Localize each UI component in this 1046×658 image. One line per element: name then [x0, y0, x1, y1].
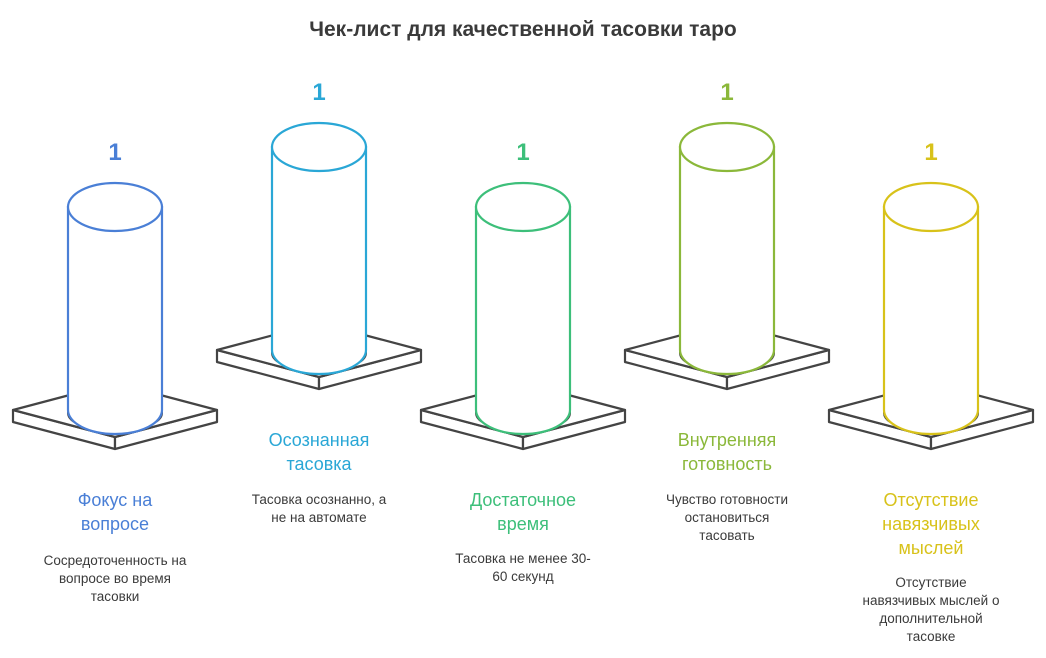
- pillar-5: 1: [827, 139, 1035, 451]
- pillar-label: Осознанная тасовка: [268, 430, 370, 474]
- pillar-2: 1: [215, 79, 423, 391]
- pillar-label: Фокус на вопросе: [77, 490, 153, 534]
- pillar-number: 1: [720, 79, 733, 106]
- pillar-description: Тасовка осознанно, а не на автомате: [251, 492, 387, 525]
- cylinder-top: [474, 181, 572, 233]
- pillar-label: Достаточное время: [469, 490, 577, 534]
- diagram-title: Чек-лист для качественной тасовки таро: [309, 18, 737, 41]
- pillar-number: 1: [108, 139, 121, 166]
- cylinder-body: [66, 205, 164, 436]
- cylinder-top: [882, 181, 980, 233]
- pillar-label: Отсутствие навязчивых мыслей: [882, 490, 980, 558]
- pillar-3: 1: [419, 139, 627, 451]
- pillar-description: Тасовка не менее 30- 60 секунд: [455, 551, 591, 584]
- pillar-description: Отсутствие навязчивых мыслей о дополните…: [862, 575, 1000, 644]
- pillar-number: 1: [312, 79, 325, 106]
- cylinder-body: [270, 145, 368, 376]
- cylinder-body: [474, 205, 572, 436]
- pillar-1: 1: [11, 139, 219, 451]
- cylinder-body: [678, 145, 776, 376]
- cylinder-top: [678, 121, 776, 173]
- pillar-label: Внутренняя готовность: [677, 430, 777, 474]
- cylinder-top: [66, 181, 164, 233]
- cylinder-body: [882, 205, 980, 436]
- cylinder-top: [270, 121, 368, 173]
- pillar-description: Сосредоточенность на вопросе во время та…: [43, 553, 187, 604]
- pillar-number: 1: [924, 139, 937, 166]
- pillar-description: Чувство готовности остановиться тасовать: [666, 492, 788, 543]
- pillar-number: 1: [516, 139, 529, 166]
- pillar-4: 1: [623, 79, 831, 391]
